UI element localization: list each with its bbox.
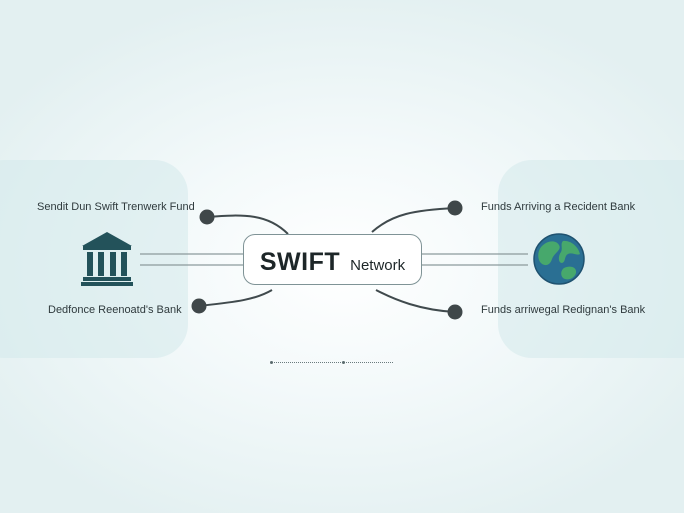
timeline-dot-start	[270, 361, 273, 364]
left-top-label: Sendit Dun Swift Trenwerk Fund	[37, 201, 195, 213]
right-top-label: Funds Arriving a Recident Bank	[481, 201, 636, 213]
timeline-dot-middle	[342, 361, 345, 364]
right-bottom-label: Funds arriwegal Redignan's Bank	[481, 304, 646, 316]
globe-icon	[533, 233, 585, 285]
swift-network-box: SWIFT Network	[243, 234, 422, 285]
node-dot-top-left	[199, 209, 215, 225]
node-dot-bottom-left	[191, 298, 207, 314]
left-bottom-label: Dedfonce Reenoatd's Bank	[48, 304, 182, 316]
node-dot-bottom-right	[447, 304, 463, 320]
node-dot-top-right	[447, 200, 463, 216]
curve-top-right	[371, 207, 456, 233]
bank-building-icon	[81, 232, 133, 286]
curve-top-left	[206, 214, 289, 235]
left-panel-background	[0, 160, 188, 358]
dotted-timeline	[271, 362, 393, 365]
curve-bottom-left	[198, 289, 273, 307]
curve-bottom-right	[375, 289, 456, 313]
swift-subtitle: Network	[350, 257, 406, 274]
swift-title: SWIFT	[259, 248, 341, 276]
right-panel-background	[498, 160, 684, 358]
